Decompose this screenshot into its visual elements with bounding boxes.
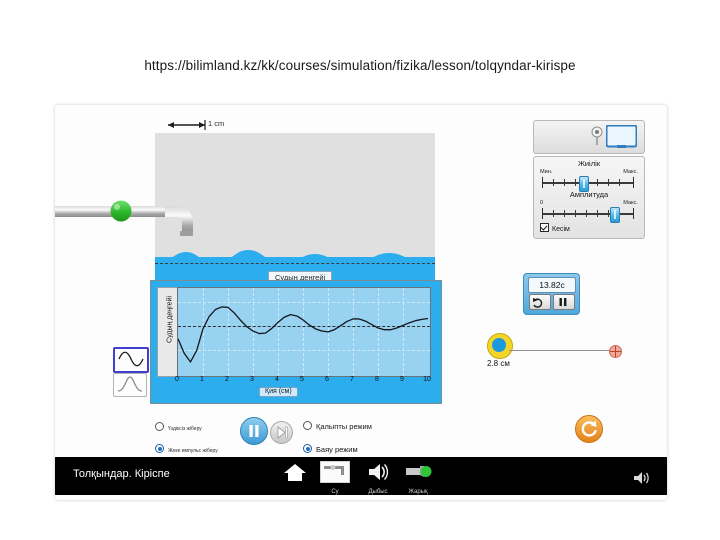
flashlight-icon: [406, 466, 432, 477]
graph-x-tick: 8: [375, 376, 379, 383]
label-slow-mode: Баяу режим: [316, 445, 358, 454]
radio-slow-mode[interactable]: [303, 444, 312, 453]
pause-icon: [249, 425, 259, 437]
ruler-checkbox-row[interactable]: Кесім: [540, 223, 570, 233]
graph-y-axis-label: Судың деңгейі: [166, 296, 174, 343]
mode-option-slow[interactable]: Баяу режим: [303, 439, 372, 457]
amplitude-slider-thumb[interactable]: [610, 207, 620, 223]
graph-x-tick: 0: [175, 376, 179, 383]
pause-play-button[interactable]: [240, 417, 268, 445]
view-toggle-panel[interactable]: [533, 120, 645, 154]
tape-measure-line: [509, 350, 613, 352]
tape-measure-endpoint[interactable]: [609, 345, 622, 358]
radio-pulse[interactable]: [155, 444, 164, 453]
taskbar-label-sound: Дыбыс: [368, 489, 388, 495]
sine-wave-icon: [118, 351, 144, 367]
graph-curve: [178, 306, 428, 363]
step-forward-button[interactable]: [270, 421, 293, 444]
frequency-title: Жиілік: [577, 159, 601, 168]
step-forward-icon: [277, 426, 288, 439]
simulation-stage: 1 cm: [55, 105, 667, 455]
tank-background: [155, 133, 435, 268]
page-url-caption: https://bilimland.kz/kk/courses/simulati…: [144, 58, 576, 73]
home-icon: [284, 464, 306, 481]
taskbar-item-sound[interactable]: Дыбыс: [363, 461, 393, 495]
tape-measure-value: 2.8 см: [487, 359, 510, 368]
bottom-taskbar: Толқындар. Кіріспе Су Дыбыс: [55, 457, 667, 495]
ruler-pin-icon[interactable]: [590, 126, 604, 152]
label-normal-mode: Қалыпты режим: [316, 422, 372, 431]
graph-x-tick: 6: [325, 376, 329, 383]
ruler-checkbox-label: Кесім: [552, 226, 570, 233]
taskbar-volume-icon[interactable]: [633, 470, 653, 491]
ruler-checkbox[interactable]: [540, 223, 549, 232]
scale-bar: 1 cm: [167, 118, 247, 134]
graph-x-axis-label: Қия (см): [259, 387, 298, 397]
restart-circular-arrow-icon: [581, 420, 597, 437]
timer-reset-button[interactable]: [529, 294, 551, 310]
playback-option-continuous[interactable]: Үздіксіз жіберу: [155, 417, 218, 435]
amplitude-slider[interactable]: [542, 207, 634, 223]
radio-normal-mode[interactable]: [303, 421, 312, 430]
equilibrium-line: [155, 263, 435, 264]
wave-mode-pulse-button[interactable]: [113, 373, 147, 397]
graph-x-tick: 1: [200, 376, 204, 383]
amplitude-max-label: Макс.: [623, 200, 638, 206]
wave-settings-panel: Жиілік Мин. Макс. Амплитуда 0 Макс.: [533, 156, 645, 239]
pulse-wave-icon: [117, 376, 143, 392]
graph-x-ticks: 0 1 2 3 4 5 6 7 8 9 10: [175, 376, 431, 388]
simulation-app-window: 1 cm: [55, 105, 667, 500]
faucet-icon: [55, 193, 203, 238]
faucet-icon: [320, 461, 350, 483]
reset-arrow-icon: [533, 298, 543, 308]
graph-plot-area: [177, 287, 431, 377]
label-pulse: Жеке импульс жіберу: [168, 448, 218, 454]
timer-widget[interactable]: 13.82c: [523, 273, 580, 315]
graph-y-axis-strip: Судың деңгейі: [157, 287, 178, 377]
playback-option-pulse[interactable]: Жеке импульс жіберу: [155, 439, 218, 457]
taskbar-item-light[interactable]: Жарық: [403, 461, 433, 495]
timer-value: 13.82c: [528, 277, 576, 293]
screen-view-icon[interactable]: [605, 124, 638, 154]
amplitude-title: Амплитуда: [569, 190, 609, 199]
graph-x-tick: 7: [350, 376, 354, 383]
tape-measure-tool[interactable]: 2.8 см: [487, 333, 627, 375]
taskbar-item-home[interactable]: [283, 461, 307, 489]
speaker-icon: [369, 464, 389, 480]
frequency-slider[interactable]: [542, 176, 634, 192]
graph-x-tick: 4: [275, 376, 279, 383]
restart-button[interactable]: [575, 415, 603, 443]
timer-pause-button[interactable]: [553, 294, 575, 310]
taskbar-label-light: Жарық: [408, 489, 428, 495]
taskbar-label-water: Су: [331, 489, 339, 495]
frequency-max-label: Макс.: [623, 169, 638, 175]
pause-icon: [559, 298, 567, 306]
playback-right-options: Қалыпты режим Баяу режим: [303, 416, 372, 457]
tape-measure-reel[interactable]: [487, 333, 513, 359]
water-level-graph: Судың деңгейі 0 1 2 3 4 5 6 7 8 9 10 Қия (см): [150, 280, 442, 404]
graph-x-tick: 5: [300, 376, 304, 383]
scale-bar-label: 1 cm: [208, 119, 225, 128]
wave-mode-continuous-button[interactable]: [113, 347, 149, 373]
graph-x-tick: 10: [423, 376, 431, 383]
radio-continuous[interactable]: [155, 422, 164, 431]
taskbar-title: Толқындар. Кіріспе: [73, 468, 170, 480]
frequency-slider-thumb[interactable]: [579, 176, 589, 192]
label-continuous: Үздіксіз жіберу: [168, 426, 202, 432]
window-footer-strip: [55, 495, 667, 500]
graph-x-tick: 3: [250, 376, 254, 383]
mode-option-normal[interactable]: Қалыпты режим: [303, 416, 372, 434]
taskbar-item-water[interactable]: Су: [320, 461, 350, 495]
frequency-min-label: Мин.: [540, 169, 553, 175]
graph-x-tick: 2: [225, 376, 229, 383]
playback-left-options: Үздіксіз жіберу Жеке импульс жіберу: [155, 417, 218, 457]
graph-x-tick: 9: [400, 376, 404, 383]
amplitude-min-label: 0: [540, 200, 544, 206]
